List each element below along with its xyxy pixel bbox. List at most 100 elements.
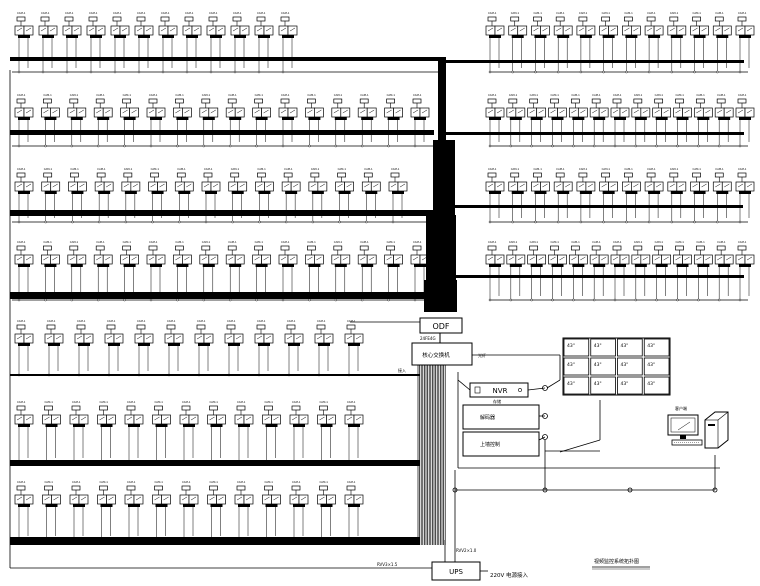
camera-icon xyxy=(227,98,237,104)
camera-tag: CAM-1 xyxy=(43,93,52,97)
camera-icon xyxy=(316,324,326,330)
main-trunk xyxy=(10,57,744,312)
camera-icon xyxy=(578,16,588,22)
camera-node: CAM-1 xyxy=(14,319,34,377)
camera-tag: CAM-1 xyxy=(209,11,218,15)
camera-icon xyxy=(96,172,106,178)
camera-node: CAM-1 xyxy=(610,93,630,148)
camera-icon xyxy=(692,172,701,178)
camera-icon xyxy=(44,485,53,491)
camera-tag: CAM-1 xyxy=(17,240,26,244)
camera-tag: CAM-1 xyxy=(287,319,296,323)
camera-node: CAM-1 xyxy=(289,400,309,464)
ups-label: UPS xyxy=(449,568,463,576)
camera-tag: CAM-1 xyxy=(107,319,116,323)
camera-tag: CAM-1 xyxy=(265,400,274,404)
camera-node: CAM-1 xyxy=(693,93,713,148)
camera-tag: CAM-1 xyxy=(556,11,565,15)
camera-node: CAM-1 xyxy=(335,167,354,224)
camera-icon xyxy=(227,245,237,251)
camera-node: CAM-1 xyxy=(714,93,734,148)
camera-node: CAM-1 xyxy=(207,480,226,542)
camera-node: CAM-1 xyxy=(134,319,154,377)
camera-icon xyxy=(184,16,194,22)
camera-tag: CAM-1 xyxy=(281,240,290,244)
camera-node: CAM-1 xyxy=(62,11,82,74)
camera-icon xyxy=(203,172,213,178)
camera-node: CAM-1 xyxy=(712,167,732,224)
camera-tag: CAM-1 xyxy=(210,480,219,484)
camera-node: CAM-1 xyxy=(104,319,124,377)
camera-node: CAM-1 xyxy=(179,480,199,542)
camera-icon xyxy=(529,98,539,104)
ups-unit: UPS 220V 电源接入 RVV3×1.5 RVV2×1.0 xyxy=(10,500,529,581)
camera-tag: CAM-1 xyxy=(613,240,622,244)
camera-node: CAM-1 xyxy=(206,11,226,74)
camera-node: CAM-1 xyxy=(224,319,244,377)
camera-node: CAM-1 xyxy=(228,167,248,224)
camera-tag: CAM-1 xyxy=(738,240,747,244)
camera-node: CAM-1 xyxy=(384,93,403,148)
camera-icon xyxy=(264,405,273,411)
wall-screen xyxy=(563,376,590,395)
camera-icon xyxy=(201,245,211,251)
camera-icon xyxy=(148,245,158,251)
camera-tag: CAM-1 xyxy=(255,93,264,97)
camera-icon xyxy=(412,98,422,104)
camera-icon xyxy=(510,16,520,22)
camera-tag: CAM-1 xyxy=(579,11,588,15)
camera-tag: CAM-1 xyxy=(202,93,211,97)
camera-node: CAM-1 xyxy=(667,11,687,74)
camera-icon xyxy=(695,98,705,104)
odf-label: ODF xyxy=(432,322,449,331)
camera-node: CAM-1 xyxy=(255,167,274,224)
camera-icon xyxy=(646,172,656,178)
camera-icon xyxy=(591,98,601,104)
camera-node: CAM-1 xyxy=(599,167,618,224)
camera-tag: CAM-1 xyxy=(149,93,158,97)
camera-icon xyxy=(122,98,131,104)
camera-node: CAM-1 xyxy=(207,400,226,464)
camera-icon xyxy=(95,98,105,104)
camera-tag: CAM-1 xyxy=(97,167,106,171)
camera-tag: CAM-1 xyxy=(237,400,246,404)
camera-icon xyxy=(654,245,664,251)
camera-icon xyxy=(675,245,684,251)
camera-node: CAM-1 xyxy=(110,11,130,74)
camera-node: CAM-1 xyxy=(599,11,618,74)
camera-node: CAM-1 xyxy=(622,167,641,224)
camera-tag: CAM-1 xyxy=(41,11,50,15)
camera-node: CAM-1 xyxy=(673,240,692,302)
camera-icon xyxy=(181,405,191,411)
camera-tag: CAM-1 xyxy=(155,400,164,404)
camera-icon xyxy=(359,245,369,251)
camera-icon xyxy=(236,405,246,411)
wall-screen-label: 43" xyxy=(647,381,655,387)
camera-icon xyxy=(106,324,116,330)
camera-node: CAM-1 xyxy=(14,400,34,464)
camera-tag: CAM-1 xyxy=(717,93,726,97)
camera-tag: CAM-1 xyxy=(391,167,400,171)
camera-node: CAM-1 xyxy=(652,240,672,302)
camera-node: CAM-1 xyxy=(344,400,364,464)
camera-tag: CAM-1 xyxy=(281,93,290,97)
camera-node: CAM-1 xyxy=(252,93,271,148)
camera-icon xyxy=(230,172,240,178)
camera-icon xyxy=(612,98,622,104)
camera-icon xyxy=(150,172,159,178)
wall-screen-label: 43" xyxy=(621,381,629,387)
camera-tag: CAM-1 xyxy=(43,240,52,244)
camera-icon xyxy=(333,98,343,104)
camera-icon xyxy=(319,485,328,491)
camera-icon xyxy=(148,98,158,104)
wall-screen-label: 43" xyxy=(647,362,655,368)
camera-node: CAM-1 xyxy=(97,400,116,464)
camera-tag: CAM-1 xyxy=(113,11,122,15)
camera-icon xyxy=(175,245,184,251)
camera-icon xyxy=(232,16,242,22)
camera-node: CAM-1 xyxy=(331,240,351,302)
wall-screen-label: 43" xyxy=(594,343,602,349)
camera-icon xyxy=(16,245,26,251)
